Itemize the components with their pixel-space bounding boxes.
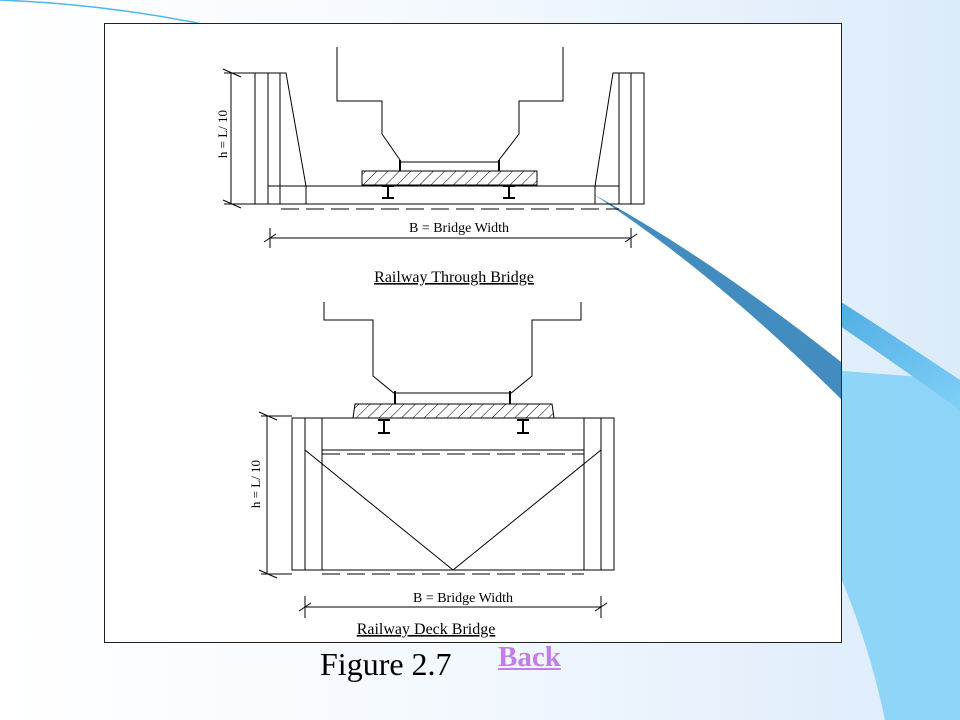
back-link[interactable]: Back: [498, 641, 561, 673]
bridge-drawing: h = L/ 10 B = Bridge Width Railway Throu…: [215, 47, 841, 638]
figure-caption: Figure 2.7: [320, 646, 452, 682]
deck-height-label: h = L/ 10: [248, 460, 263, 508]
deck-bridge-title: Railway Deck Bridge: [357, 621, 496, 638]
figure-panel: h = L/ 10 B = Bridge Width Railway Throu…: [104, 23, 842, 643]
through-height-label: h = L/ 10: [215, 110, 230, 158]
through-width-label: B = Bridge Width: [409, 221, 509, 236]
decor-swoosh-overlay: [593, 194, 841, 399]
through-bridge-title: Railway Through Bridge: [374, 269, 534, 286]
through-bridge-diagram: [222, 47, 645, 248]
deck-bridge-diagram: [258, 302, 615, 618]
deck-width-label: B = Bridge Width: [413, 591, 513, 606]
